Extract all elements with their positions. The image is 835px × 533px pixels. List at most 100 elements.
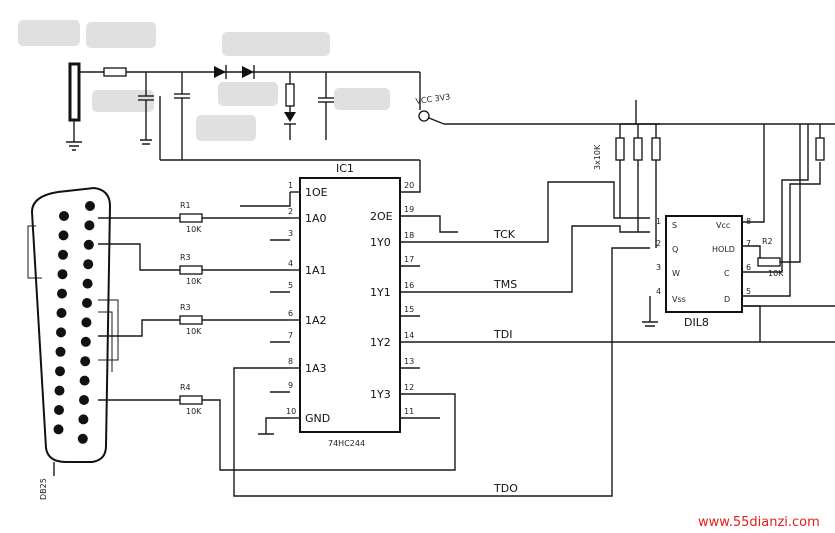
ic1-pin11-num: 11 (404, 407, 414, 416)
ic1-pin16-num: 16 (404, 281, 414, 290)
ic1-pin4-name: 1A1 (305, 264, 327, 277)
ic1-pin10-num: 10 (286, 407, 296, 416)
tck-label: TCK (493, 228, 516, 241)
tms-label: TMS (493, 278, 517, 291)
ic1-pin8-name: 1A3 (305, 362, 327, 375)
ic1-pin20-num: 20 (404, 181, 414, 190)
eeprom-pin3-name: W (672, 269, 680, 278)
input-resistors: R1 10K R3 10K R3 10K R4 10K (98, 201, 456, 471)
db25-pin-hole (79, 375, 90, 386)
db25-pin-hole (79, 395, 89, 405)
db25-pin-hole (53, 424, 64, 435)
db25-pin-hole (56, 327, 66, 338)
ic1-pin1-name: 1OE (305, 186, 328, 199)
ic1-part: 74HC244 (328, 439, 365, 448)
db25-pin-hole (58, 249, 68, 260)
db25-pin-hole (58, 230, 69, 241)
db25-pin-hole (82, 298, 92, 308)
eeprom-pin6-num: 6 (746, 263, 751, 272)
eeprom-pin6-name: C (724, 269, 730, 278)
r2-ref: R2 (762, 237, 773, 246)
db25-pin-hole (56, 308, 67, 318)
tdi-label: TDI (493, 328, 512, 341)
db25-pin-hole (78, 414, 89, 425)
db25-pin-hole (85, 201, 95, 211)
db25-pin-hole (83, 259, 94, 270)
eeprom-pin8-name: Vcc (716, 221, 730, 230)
eeprom-pin4-name: Vss (672, 295, 686, 304)
ic1-pin14-name: 1Y2 (370, 336, 391, 349)
r3-ref: R3 (180, 303, 191, 312)
db25-pin-hole (57, 288, 67, 299)
ic1-pin14-num: 14 (404, 331, 414, 340)
db25-pin-hole (83, 239, 94, 250)
ic1-ref: IC1 (336, 162, 354, 175)
r2-ref: R3 (180, 253, 191, 262)
r1-ref: R1 (180, 201, 191, 210)
db25-pin-hole (77, 433, 88, 444)
r2-value: 10K (186, 277, 202, 286)
ic1-pin3-num: 3 (288, 229, 293, 238)
ic1-pin13-num: 13 (404, 357, 414, 366)
ic1-pin18-name: 1Y0 (370, 236, 391, 249)
ic1-pin18-num: 18 (404, 231, 414, 240)
eeprom-pin7-name: HOLD (712, 245, 735, 254)
ic1-pin16-name: 1Y1 (370, 286, 391, 299)
ic1-pin8-num: 8 (288, 357, 293, 366)
ic1-pin12-name: 1Y3 (370, 388, 391, 401)
db25-pin-hole (55, 366, 65, 377)
ic1-pin9-num: 9 (288, 381, 293, 390)
watermark: www.55dianzi.com (698, 515, 820, 530)
r4-value: 10K (186, 407, 202, 416)
eeprom-pin4-num: 4 (656, 287, 661, 296)
ic1-pin4-num: 4 (288, 259, 293, 268)
smudged-labels (18, 20, 390, 141)
ic1-pin2-num: 2 (288, 207, 293, 216)
eeprom-pin1-name: S (672, 221, 677, 230)
eeprom-pin3-num: 3 (656, 263, 661, 272)
db25-pin-hole (57, 269, 68, 280)
power-section: VCC 3V3 (66, 62, 835, 172)
db25-pin-hole (84, 220, 95, 231)
tdo-label: TDO (493, 482, 518, 495)
eeprom-pin2-name: Q (672, 245, 678, 254)
r3-value: 10K (186, 327, 202, 336)
power-connector (68, 62, 81, 122)
ic1-pin6-num: 6 (288, 309, 293, 318)
ic1-pin2-name: 1A0 (305, 212, 327, 225)
ic1-pin12-num: 12 (404, 383, 414, 392)
ic1-pin1-num: 1 (288, 181, 293, 190)
ic1-pin15-num: 15 (404, 305, 414, 314)
eeprom-pin7-num: 7 (746, 239, 751, 248)
r2-value: 10K (768, 269, 784, 278)
ic1-pin5-num: 5 (288, 281, 293, 290)
db25-pin-hole (59, 211, 69, 221)
ic1-pin10-name: GND (305, 412, 330, 425)
r1-value: 10K (186, 225, 202, 234)
r4-ref: R4 (180, 383, 191, 392)
db25-pin-hole (80, 336, 91, 347)
ic1-pin6-name: 1A2 (305, 314, 327, 327)
eeprom-part: DIL8 (684, 316, 709, 329)
eeprom-pin5-num: 5 (746, 287, 751, 296)
signal-nets: TCK TMS TDI TDO (420, 181, 835, 495)
eeprom-pin1-num: 1 (656, 217, 661, 226)
db25-pin-hole (81, 317, 92, 328)
db25-pin-hole (55, 346, 66, 357)
db25-connector: DB25 (27, 186, 119, 500)
ic1-pin7-num: 7 (288, 331, 293, 340)
pullup-label: 3x10K (593, 144, 602, 170)
db25-pin-hole (54, 405, 64, 415)
db25-pin-hole (54, 385, 65, 396)
ic1-74hc244: IC1 74HC244 1 1OE 2 1A0 4 1A1 6 1A2 8 1A… (233, 162, 613, 497)
ic1-pin19-name: 2OE (370, 210, 393, 223)
eeprom-pin2-num: 2 (656, 239, 661, 248)
ic1-pin17-num: 17 (404, 255, 414, 264)
eeprom-section: 3x10K DIL8 1 S 2 Q 3 W 4 Vss 8 Vcc 7 HOL… (593, 100, 835, 329)
db25-pin-hole (80, 356, 91, 367)
connector-label: DB25 (39, 478, 48, 500)
eeprom-pin5-name: D (724, 295, 730, 304)
db25-pin-hole (82, 278, 93, 289)
ic1-pin19-num: 19 (404, 205, 414, 214)
